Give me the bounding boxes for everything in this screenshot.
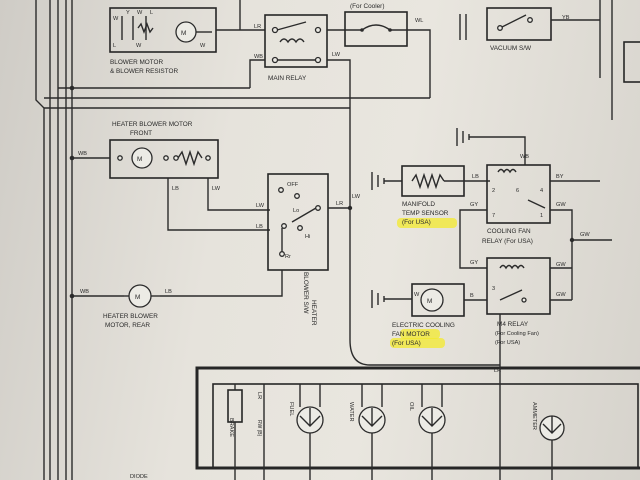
manifold-label-1: MANIFOLD bbox=[402, 201, 435, 208]
relay-pin: 4 bbox=[540, 188, 543, 194]
cooler-fuse: (For Cooler) WL bbox=[344, 3, 431, 98]
heater-sw-label-2: BLOWER S/W bbox=[302, 272, 309, 315]
fan-label-3: (For USA) bbox=[392, 340, 421, 347]
relay-pin: 1 bbox=[540, 213, 543, 219]
blower-motor-label: BLOWER MOTOR bbox=[110, 59, 164, 66]
oil-label: OIL bbox=[408, 402, 414, 411]
wire-label: W bbox=[113, 16, 119, 22]
cooling-fan-relay: WB 2 6 4 7 1 GY BY GW COOLING FAN RELAY … bbox=[459, 154, 612, 300]
wire-label: WL bbox=[415, 18, 423, 24]
wire-label: WB bbox=[254, 54, 263, 60]
manifold-temp-sensor: LB MANIFOLD TEMP SENSOR (For USA) bbox=[397, 165, 490, 228]
heater-blower-front: HEATER BLOWER MOTOR FRONT M WB LB LW bbox=[69, 121, 270, 231]
wire-label: LW bbox=[212, 186, 221, 192]
manifold-label-3: (For USA) bbox=[402, 219, 431, 226]
wire-label: LR bbox=[256, 392, 262, 399]
svg-text:M: M bbox=[137, 156, 142, 163]
svg-text:M: M bbox=[427, 298, 432, 305]
wire-label: LW bbox=[332, 52, 341, 58]
wire-label: LR bbox=[494, 368, 501, 374]
main-relay: MAIN RELAY LR WB LW bbox=[249, 14, 351, 340]
wire-label: LB bbox=[472, 174, 479, 180]
heater-front-label-2: FRONT bbox=[130, 130, 152, 137]
wire-label: W bbox=[414, 292, 420, 298]
fuel-gauge: FUEL bbox=[288, 384, 324, 480]
wire-label: YB bbox=[562, 15, 570, 21]
brake-label: BRAKE bbox=[228, 418, 234, 437]
manifold-label-2: TEMP SENSOR bbox=[402, 210, 449, 217]
for-cooler-label: (For Cooler) bbox=[350, 3, 384, 10]
wire-label: GY bbox=[470, 202, 478, 208]
wire-label: W bbox=[137, 10, 143, 16]
switch-rr-label: Rr bbox=[285, 254, 291, 260]
vacuum-sw-label: VACUUM S/W bbox=[490, 45, 532, 52]
left-bus bbox=[35, 0, 430, 480]
gauge-cluster: BRAKE LR RW (B) FUEL WATER OIL bbox=[130, 365, 640, 480]
diode-label: DIODE bbox=[130, 474, 148, 480]
switch-off-label: OFF bbox=[287, 182, 299, 188]
relay-pin: 2 bbox=[492, 188, 495, 194]
wire-label: WB bbox=[520, 154, 529, 160]
heater-rear-label-1: HEATER BLOWER bbox=[103, 313, 158, 320]
m4-label-1: M4 RELAY bbox=[497, 321, 529, 328]
svg-text:M: M bbox=[181, 30, 186, 37]
blower-resistor-label: & BLOWER RESISTOR bbox=[110, 68, 178, 75]
blower-motor-resistor: M W Y W L L W W BLOWER MOTOR & BLOWER RE… bbox=[109, 0, 265, 75]
fan-label-1: ELECTRIC COOLING bbox=[392, 322, 455, 329]
m4-label-3: (For USA) bbox=[495, 340, 520, 346]
main-relay-label: MAIN RELAY bbox=[268, 75, 307, 82]
wire-label: L bbox=[150, 10, 153, 16]
wire-label: LB bbox=[165, 289, 172, 295]
oil-gauge: OIL bbox=[408, 384, 446, 480]
svg-text:M: M bbox=[135, 294, 140, 301]
brake-sub-label: RW (B) bbox=[256, 420, 262, 437]
wire-label: LW bbox=[256, 203, 265, 209]
heater-sw-label-1: HEATER bbox=[310, 300, 317, 326]
wire-label: GW bbox=[556, 292, 566, 298]
m4-label-2: (For Cooling Fan) bbox=[495, 331, 539, 337]
wire-label: LB bbox=[256, 224, 263, 230]
wire-label: LR bbox=[336, 201, 343, 207]
wire-label: Y bbox=[126, 10, 130, 16]
wire-label: GW bbox=[556, 202, 566, 208]
wire-label: GW bbox=[556, 262, 566, 268]
wire-label: WB bbox=[80, 289, 89, 295]
ground-symbols bbox=[371, 128, 526, 308]
vacuum-switch: VACUUM S/W YB bbox=[459, 0, 640, 120]
wire-label: GW bbox=[580, 232, 590, 238]
cfr-label-2: RELAY (For USA) bbox=[482, 238, 533, 245]
heater-blower-rear: WB M LB HEATER BLOWER MOTOR, REAR bbox=[69, 284, 172, 329]
wire-label: LR bbox=[254, 24, 261, 30]
heater-rear-label-2: MOTOR, REAR bbox=[105, 322, 150, 329]
relay-pin: 3 bbox=[492, 286, 495, 292]
wire-label: B bbox=[470, 293, 474, 299]
cfr-label-1: COOLING FAN bbox=[487, 228, 531, 235]
wire-label: W bbox=[200, 43, 206, 49]
relay-pin: 6 bbox=[516, 188, 519, 194]
junction-dot bbox=[69, 85, 75, 91]
water-label: WATER bbox=[348, 402, 354, 422]
wire-label: GY bbox=[470, 260, 478, 266]
wire-label: BY bbox=[556, 174, 564, 180]
water-gauge: WATER bbox=[348, 384, 386, 480]
wire-label: WB bbox=[78, 151, 87, 157]
electric-cooling-fan: M W ELECTRIC COOLING FAN MOTOR (For USA) bbox=[390, 283, 487, 348]
wire-label: W bbox=[136, 43, 142, 49]
ammeter: AMMETER bbox=[531, 402, 565, 480]
wire-label: LB bbox=[172, 186, 179, 192]
switch-hi-label: Hi bbox=[305, 234, 310, 240]
fan-label-2: FAN MOTOR bbox=[392, 331, 430, 338]
fuel-label: FUEL bbox=[288, 402, 294, 416]
relay-pin: 7 bbox=[492, 213, 495, 219]
m4-relay: 3 GY GW GW B M4 RELAY (For Cooling Fan) … bbox=[470, 257, 572, 374]
heater-front-label-1: HEATER BLOWER MOTOR bbox=[112, 121, 193, 128]
heater-blower-switch: OFF Lo Hi Rr LW LB LR LW HEATER BLOWER S… bbox=[160, 173, 361, 326]
wire-label: L bbox=[113, 43, 116, 49]
wire-label: LW bbox=[352, 194, 361, 200]
switch-lo-label: Lo bbox=[293, 208, 299, 214]
ammeter-label: AMMETER bbox=[531, 402, 537, 430]
